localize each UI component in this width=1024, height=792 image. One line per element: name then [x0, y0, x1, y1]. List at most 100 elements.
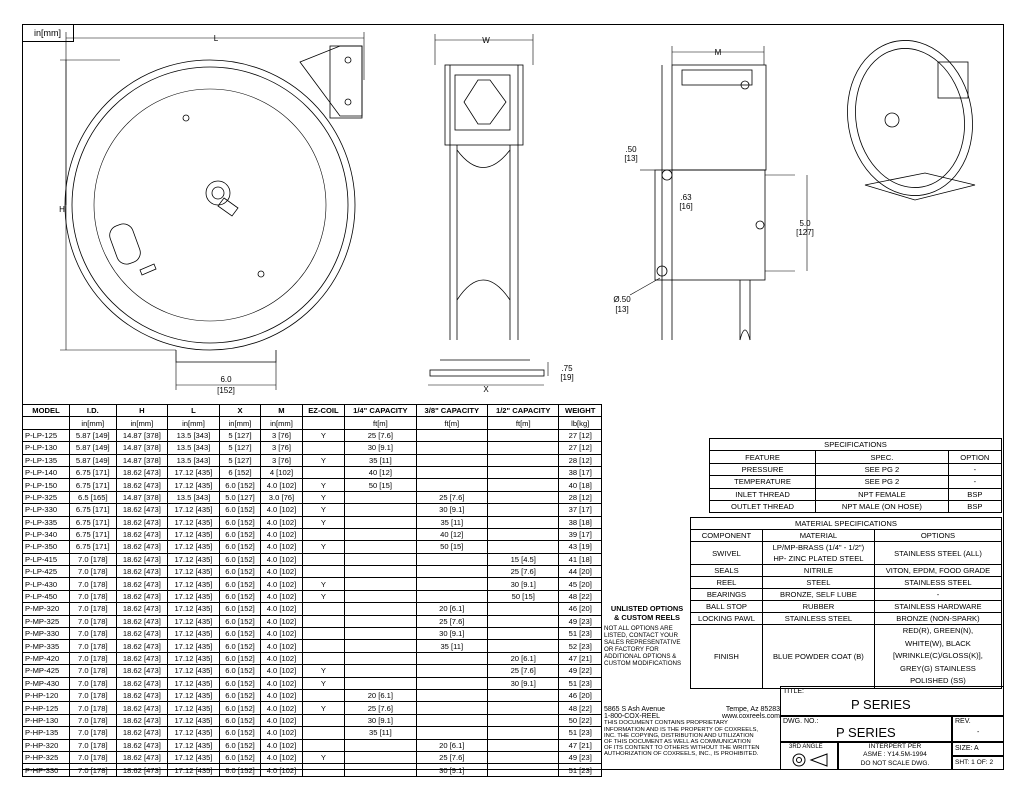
- table-cell: 20 [6.1]: [344, 688, 417, 703]
- table-cell: [344, 540, 417, 554]
- table-cell: TEMPERATURE: [708, 475, 817, 489]
- table-cell: Y: [301, 664, 346, 678]
- table-cell: [415, 577, 489, 591]
- model-cell: P-LP-150: [21, 478, 71, 492]
- notice-line: OF ITS CONTENT TO OTHERS WITHOUT THE WRI…: [604, 745, 760, 752]
- table-cell: NPT MALE (ON HOSE): [815, 499, 949, 514]
- finish-option: POLISHED (SS): [910, 676, 966, 685]
- table-cell: 4.0 [102]: [260, 614, 303, 629]
- rev-cell: REV. -: [952, 716, 1004, 742]
- table-cell: 6.0 [152]: [218, 602, 262, 616]
- column-header: EZ-COIL: [301, 403, 346, 418]
- table-cell: 17.12 [435]: [167, 527, 220, 542]
- table-cell: [487, 726, 560, 740]
- table-cell: [301, 763, 346, 777]
- table-cell: 7.0 [178]: [69, 676, 117, 691]
- table-cell: 17.12 [435]: [167, 651, 220, 666]
- table-cell: [301, 441, 346, 455]
- table-cell: 25 [7.6]: [415, 750, 489, 765]
- table-cell: 28 [12]: [558, 453, 602, 467]
- table-cell: 35 [11]: [344, 453, 417, 467]
- units-label: in[mm]: [22, 24, 74, 42]
- table-cell: 37 [17]: [558, 503, 602, 517]
- table-cell: 13.5 [343]: [167, 453, 220, 467]
- table-cell: 6.0 [152]: [218, 688, 262, 703]
- table-cell: PRESSURE: [708, 462, 817, 477]
- table-cell: 4.0 [102]: [260, 503, 303, 517]
- table-cell: [487, 614, 560, 629]
- table-cell: 20 [6.1]: [415, 738, 489, 752]
- table-cell: 6.0 [152]: [218, 614, 262, 629]
- table-cell: 4.0 [102]: [260, 552, 303, 567]
- table-cell: 7.0 [178]: [69, 750, 117, 765]
- notice-line: AUTHORIZATION OF COXREELS, INC., IS PROH…: [604, 751, 759, 758]
- table-cell: 14.87 [378]: [115, 490, 169, 505]
- table-cell: 18.62 [473]: [115, 540, 169, 554]
- table-cell: [487, 750, 560, 765]
- table-cell: 3.0 [76]: [260, 490, 303, 505]
- table-cell: 6.5 [165]: [69, 490, 117, 505]
- table-cell: 17.12 [435]: [167, 738, 220, 752]
- model-cell: P-MP-320: [21, 602, 71, 616]
- table-cell: [415, 565, 489, 579]
- column-header: SPEC.: [815, 450, 949, 464]
- table-cell: 18.62 [473]: [115, 651, 169, 666]
- table-cell: 5.0 [127]: [218, 490, 262, 505]
- table-cell: 49 [22]: [558, 664, 602, 678]
- table-cell: 43 [19]: [558, 540, 602, 554]
- table-cell: 18.62 [473]: [115, 738, 169, 752]
- table-cell: REEL: [690, 576, 763, 589]
- table-cell: 52 [23]: [558, 639, 602, 653]
- table-cell: [487, 503, 560, 517]
- note-line: SALES REPRESENTATIVE: [604, 639, 681, 646]
- swivel-row: SWIVEL LP/MP-BRASS (1/4" - 1/2")HP- ZINC…: [690, 541, 1003, 565]
- table-cell: 4.0 [102]: [260, 478, 303, 492]
- note-line: OR FACTORY FOR: [604, 646, 659, 653]
- table-cell: 50 [15]: [487, 589, 560, 604]
- column-header: 1/4" CAPACITY: [344, 403, 417, 418]
- table-cell: 47 [21]: [558, 651, 602, 666]
- table-cell: [344, 651, 417, 666]
- table-cell: 25 [7.6]: [344, 701, 417, 715]
- table-cell: NITRILE: [761, 564, 875, 577]
- table-cell: 18.62 [473]: [115, 688, 169, 703]
- table-cell: 35 [11]: [344, 726, 417, 740]
- model-cell: P-LP-130: [21, 441, 71, 455]
- table-cell: [415, 651, 489, 666]
- table-cell: 30 [9.1]: [415, 763, 489, 777]
- model-cell: P-LP-350: [21, 540, 71, 554]
- table-cell: 17.12 [435]: [167, 676, 220, 691]
- table-cell: 35 [11]: [415, 639, 489, 653]
- table-cell: Y: [301, 490, 346, 505]
- model-cell: P-LP-340: [21, 527, 71, 542]
- unlisted-options-note: UNLISTED OPTIONS& CUSTOM REELS NOT ALL O…: [604, 604, 690, 686]
- table-cell: 25 [7.6]: [415, 490, 489, 505]
- table-cell: Y: [301, 701, 346, 715]
- dim-63-mm: [16]: [679, 202, 692, 211]
- table-cell: 4.0 [102]: [260, 639, 303, 653]
- table-cell: 25 [7.6]: [487, 664, 560, 678]
- table-cell: -: [947, 462, 1003, 477]
- column-header: H: [115, 403, 169, 418]
- model-cell: P-LP-325: [21, 490, 71, 505]
- front-view-reel: [64, 45, 363, 363]
- table-cell: [487, 713, 560, 728]
- table-cell: [344, 515, 417, 529]
- column-header: WEIGHT: [558, 403, 602, 418]
- table-cell: [487, 738, 560, 752]
- table-cell: 6.0 [152]: [218, 639, 262, 653]
- finish-row: FINISH BLUE POWDER COAT (B) RED(R), GREE…: [690, 624, 1003, 689]
- table-cell: 18.62 [473]: [115, 639, 169, 653]
- table-cell: [301, 726, 346, 740]
- model-cell: P-LP-415: [21, 552, 71, 567]
- table-cell: Y: [301, 503, 346, 517]
- table-cell: 18.62 [473]: [115, 602, 169, 616]
